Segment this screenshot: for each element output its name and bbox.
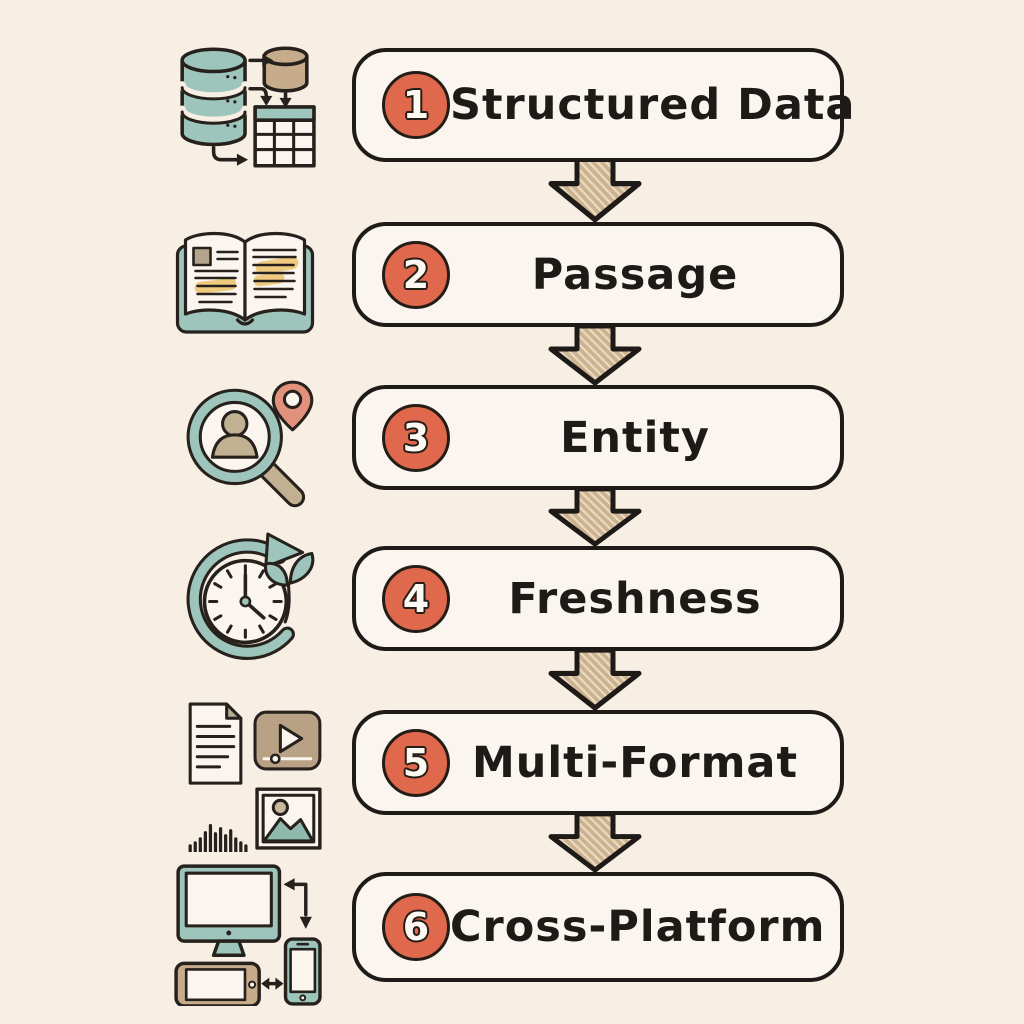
step-number-badge: 1 bbox=[382, 71, 450, 139]
step-number-badge: 4 bbox=[382, 564, 450, 633]
down-arrow-icon bbox=[545, 647, 645, 712]
step-box-structured-data: 1 Structured Data bbox=[352, 48, 854, 162]
entity-search-pin-svg bbox=[186, 380, 314, 508]
step-label: Structured Data bbox=[450, 80, 856, 130]
step-label: Passage bbox=[531, 249, 739, 300]
step-box-freshness: 4 Freshness bbox=[352, 546, 844, 651]
clock-refresh-leaf-svg bbox=[186, 532, 315, 660]
database-to-table-icon bbox=[168, 36, 320, 178]
step-number: 6 bbox=[402, 905, 430, 949]
entity-search-pin-icon bbox=[182, 376, 324, 510]
step-number: 2 bbox=[402, 252, 430, 297]
media-formats-icon bbox=[182, 698, 324, 852]
step-label: Cross-Platform bbox=[450, 902, 826, 952]
step-number: 1 bbox=[402, 83, 430, 127]
down-arrow-icon bbox=[545, 156, 645, 224]
media-formats-svg bbox=[188, 702, 322, 852]
open-book-icon bbox=[166, 224, 324, 346]
step-box-cross-platform: 6 Cross-Platform bbox=[352, 872, 844, 982]
step-label: Multi-Format bbox=[471, 737, 799, 788]
step-number: 5 bbox=[402, 740, 430, 785]
cross-device-icon bbox=[170, 862, 322, 1006]
step-number-badge: 3 bbox=[382, 403, 450, 472]
step-number-badge: 6 bbox=[382, 893, 450, 961]
step-box-entity: 3 Entity bbox=[352, 385, 844, 490]
step-number: 4 bbox=[402, 576, 430, 621]
down-arrow-icon bbox=[545, 811, 645, 874]
step-label: Entity bbox=[560, 412, 710, 463]
down-arrow-icon bbox=[545, 486, 645, 548]
step-number-badge: 2 bbox=[382, 240, 450, 309]
clock-refresh-leaf-icon bbox=[182, 532, 320, 670]
down-arrow-icon bbox=[545, 323, 645, 387]
step-box-multi-format: 5 Multi-Format bbox=[352, 710, 844, 815]
step-box-passage: 2 Passage bbox=[352, 222, 844, 327]
database-to-table-svg bbox=[178, 46, 316, 168]
open-book-svg bbox=[175, 231, 315, 334]
step-label: Freshness bbox=[508, 573, 762, 624]
step-number: 3 bbox=[402, 415, 430, 460]
cross-device-svg bbox=[174, 864, 322, 1006]
step-number-badge: 5 bbox=[382, 728, 450, 797]
